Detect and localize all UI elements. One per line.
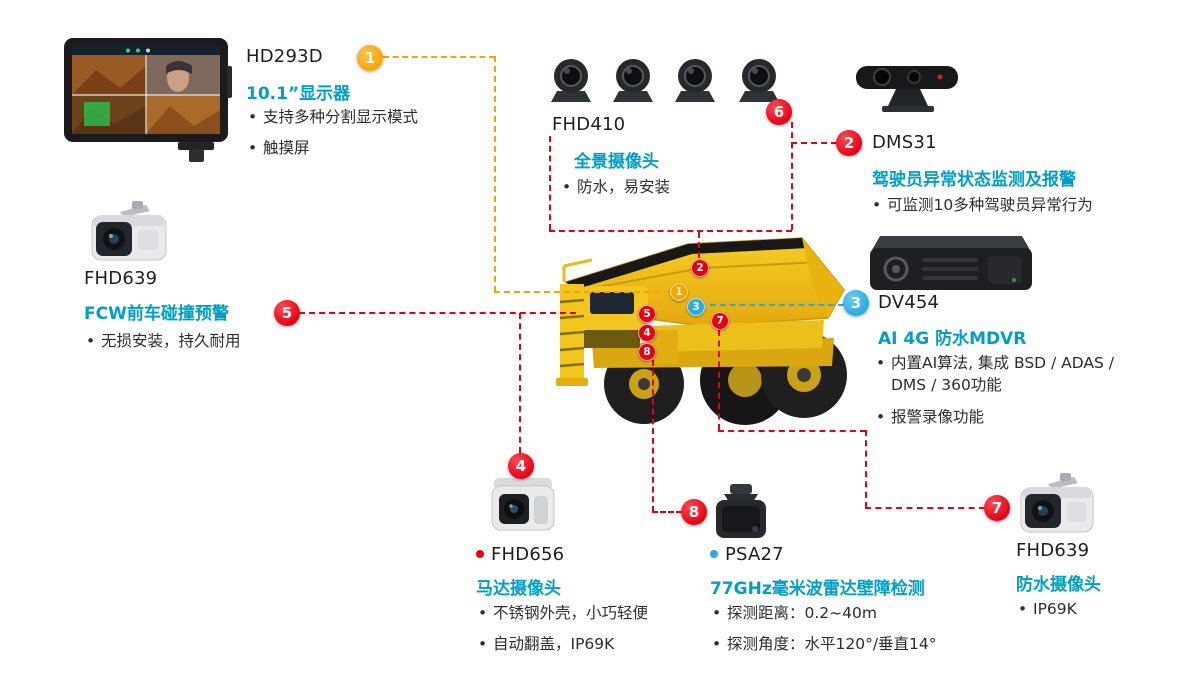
mdvr-model: DV454 xyxy=(878,292,940,313)
bullet: 无损安装，持久耐用 xyxy=(84,330,314,353)
radar-title: 77GHz毫米波雷达壁障检测 xyxy=(710,579,925,599)
cyan-dot-icon xyxy=(710,550,718,558)
motor-cam-bullets: 不锈钢外壳，小巧轻便 自动翻盖，IP69K xyxy=(476,602,696,665)
panoramic-bullets: 防水，易安装 xyxy=(560,176,760,207)
mdvr-bullets: 内置AI算法, 集成 BSD / ADAS / DMS / 360功能 报警录像… xyxy=(874,352,1126,437)
radar-image xyxy=(716,484,766,538)
waterproof-cam-bullets: IP69K xyxy=(1016,598,1166,629)
badge-7: 7 xyxy=(984,495,1010,521)
truck-marker-8: 8 xyxy=(638,343,656,361)
connector-dms xyxy=(791,142,837,144)
bullet: 探测角度：水平120°/垂直14° xyxy=(710,633,1000,656)
bullet: 报警录像功能 xyxy=(874,406,1126,429)
connector-monitor-h2 xyxy=(494,291,670,293)
connector-wcam-v2 xyxy=(865,430,867,508)
motor-cam-model-text: FHD656 xyxy=(491,544,565,565)
truck-marker-3: 3 xyxy=(687,298,705,316)
connector-radar-v xyxy=(652,360,654,512)
connector-monitor-v xyxy=(494,56,496,292)
panoramic-title: 全景摄像头 xyxy=(574,152,659,172)
waterproof-cam-model: FHD639 xyxy=(1016,540,1090,561)
connector-motor-cam xyxy=(519,313,521,453)
dms-model: DMS31 xyxy=(872,132,937,153)
radar-model: PSA27 xyxy=(710,544,784,565)
motor-cam-title: 马达摄像头 xyxy=(476,579,561,599)
motor-cam-model: FHD656 xyxy=(476,544,564,565)
connector-wcam-h1 xyxy=(718,430,866,432)
fcw-title: FCW前车碰撞预警 xyxy=(84,304,229,324)
bullet: IP69K xyxy=(1016,598,1166,621)
radar-bullets: 探测距离：0.2~40m 探测角度：水平120°/垂直14° xyxy=(710,602,1000,665)
connector-panoramic-left xyxy=(549,136,551,230)
bullet: 防水，易安装 xyxy=(560,176,760,199)
red-dot-icon xyxy=(476,550,484,558)
monitor-title: 10.1”显示器 xyxy=(246,84,351,104)
mdvr-image xyxy=(870,236,1032,290)
dms-title: 驾驶员异常状态监测及报警 xyxy=(872,170,1076,190)
connector-monitor-h1 xyxy=(383,56,495,58)
badge-1: 1 xyxy=(357,45,383,71)
truck-marker-4: 4 xyxy=(638,324,656,342)
radar-model-text: PSA27 xyxy=(725,544,784,565)
badge-2: 2 xyxy=(836,130,862,156)
badge-5: 5 xyxy=(274,300,300,326)
monitor-image xyxy=(64,38,232,162)
fcw-camera-image xyxy=(91,201,167,261)
motor-camera-image xyxy=(491,478,555,531)
dms-camera-image xyxy=(856,66,958,112)
bullet: 自动翻盖，IP69K xyxy=(476,633,696,656)
badge-3: 3 xyxy=(843,290,869,316)
waterproof-cam-title: 防水摄像头 xyxy=(1016,575,1101,595)
panoramic-cameras-image xyxy=(551,59,779,102)
truck-marker-7: 7 xyxy=(711,312,729,330)
connector-panoramic-drop xyxy=(698,232,700,258)
bullet: 不锈钢外壳，小巧轻便 xyxy=(476,602,696,625)
truck-marker-2: 2 xyxy=(691,259,709,277)
bullet: 支持多种分割显示模式 xyxy=(246,106,476,129)
mining-truck-image xyxy=(556,237,847,425)
connector-fcw xyxy=(299,312,576,314)
badge-8: 8 xyxy=(681,499,707,525)
waterproof-camera-image xyxy=(1020,473,1094,533)
bullet: 可监测10多种驾驶员异常行为 xyxy=(870,194,1170,217)
connector-panoramic-right xyxy=(791,122,793,230)
fcw-model: FHD639 xyxy=(84,268,158,289)
connector-panoramic-bottom xyxy=(549,230,792,232)
dms-bullets: 可监测10多种驾驶员异常行为 xyxy=(870,194,1170,225)
connector-mdvr xyxy=(710,304,844,306)
monitor-bullets: 支持多种分割显示模式 触摸屏 xyxy=(246,106,476,169)
connector-radar-h xyxy=(652,511,682,513)
mdvr-title: AI 4G 防水MDVR xyxy=(878,329,1027,349)
connector-wcam-v1 xyxy=(718,330,720,430)
badge-4: 4 xyxy=(508,453,534,479)
bullet: 触摸屏 xyxy=(246,137,476,160)
connector-wcam-h2 xyxy=(865,507,985,509)
bullet: 内置AI算法, 集成 BSD / ADAS / DMS / 360功能 xyxy=(874,352,1126,397)
truck-marker-5: 5 xyxy=(638,305,656,323)
badge-6: 6 xyxy=(766,99,792,125)
bullet: 探测距离：0.2~40m xyxy=(710,602,1000,625)
truck-marker-1: 1 xyxy=(670,283,688,301)
monitor-model: HD293D xyxy=(246,46,323,67)
panoramic-model: FHD410 xyxy=(552,114,626,135)
fcw-bullets: 无损安装，持久耐用 xyxy=(84,330,314,361)
